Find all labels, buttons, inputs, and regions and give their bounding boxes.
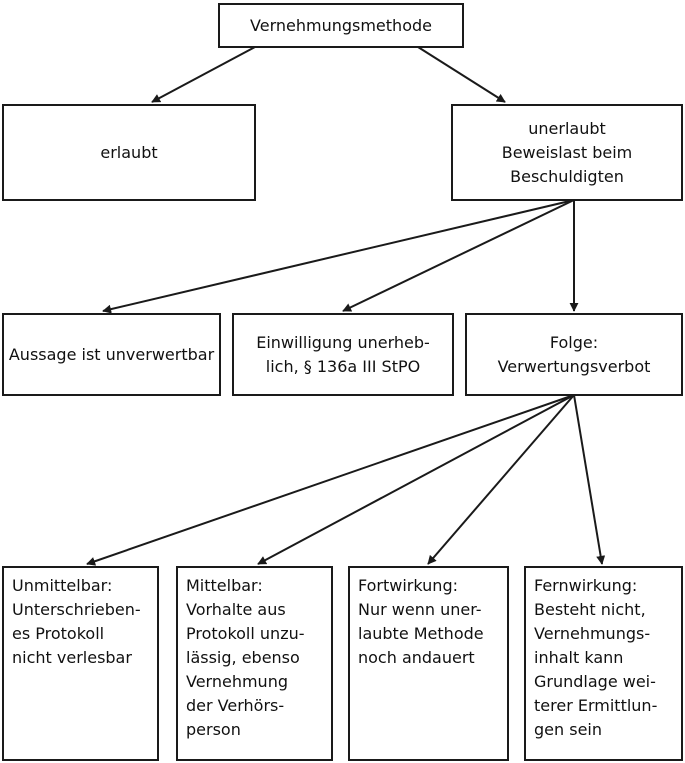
fernwirkung-line-4: inhalt kann	[534, 648, 624, 667]
fernwirkung-line-2: Besteht nicht,	[534, 600, 646, 619]
box-unerlaubt: unerlaubt Beweislast beim Beschuldigten	[451, 104, 683, 201]
fernwirkung-line-3: Vernehmungs-	[534, 624, 651, 643]
unmittelbar-line-2: Unterschrieben-	[12, 600, 141, 619]
arrow-unerlaubt-to-aussage	[102, 199, 575, 314]
fortwirkung-line-1: Fortwirkung:	[358, 576, 458, 595]
box-unmittelbar: Unmittelbar: Unterschrieben- es Protokol…	[2, 566, 159, 761]
erlaubt-label: erlaubt	[100, 142, 158, 162]
fernwirkung-line-6: terer Ermittlun-	[534, 696, 658, 715]
fortwirkung-line-3: laubte Methode	[358, 624, 484, 643]
arrow-folge-to-fernwirkung	[573, 394, 606, 565]
unerlaubt-line-3: Beschuldigten	[510, 166, 624, 186]
box-folge-verwertungsverbot: Folge: Verwertungsverbot	[465, 313, 683, 396]
mittelbar-line-6: der Verhörs-	[186, 696, 285, 715]
arrow-folge-to-unmittelbar	[86, 394, 575, 566]
mittelbar-line-4: lässig, ebenso	[186, 648, 300, 667]
box-einwilligung: Einwilligung unerheb- lich, § 136a III S…	[232, 313, 454, 396]
box-fernwirkung: Fernwirkung: Besteht nicht, Vernehmungs-…	[524, 566, 683, 761]
arrow-folge-to-mittelbar	[257, 394, 575, 565]
arrow-unerlaubt-to-einwilligung	[342, 199, 575, 312]
einwilligung-line-1: Einwilligung unerheb-	[256, 332, 430, 352]
einwilligung-line-2: lich, § 136a III StPO	[265, 356, 421, 376]
root-box-vernehmungsmethode: Vernehmungsmethode	[218, 3, 464, 48]
unmittelbar-line-1: Unmittelbar:	[12, 576, 113, 595]
mittelbar-line-1: Mittelbar:	[186, 576, 263, 595]
fernwirkung-line-1: Fernwirkung:	[534, 576, 638, 595]
box-fortwirkung: Fortwirkung: Nur wenn uner- laubte Metho…	[348, 566, 509, 761]
box-aussage-unverwertbar: Aussage ist unverwertbar	[2, 313, 221, 396]
arrow-root-to-erlaubt	[151, 46, 256, 103]
arrow-folge-to-fortwirkung	[427, 394, 575, 565]
folge-line-1: Folge:	[549, 332, 599, 352]
folge-line-2: Verwertungsverbot	[497, 356, 651, 376]
mittelbar-line-3: Protokoll unzu-	[186, 624, 305, 643]
unerlaubt-line-1: unerlaubt	[528, 118, 606, 138]
unmittelbar-line-4: nicht verlesbar	[12, 648, 132, 667]
fernwirkung-line-7: gen sein	[534, 720, 602, 739]
mittelbar-line-5: Vernehmung	[186, 672, 288, 691]
aussage-label: Aussage ist unverwertbar	[8, 344, 215, 364]
fortwirkung-line-4: noch andauert	[358, 648, 475, 667]
unerlaubt-line-2: Beweislast beim	[501, 142, 633, 162]
box-mittelbar: Mittelbar: Vorhalte aus Protokoll unzu- …	[176, 566, 333, 761]
root-label: Vernehmungsmethode	[250, 15, 432, 35]
box-erlaubt: erlaubt	[2, 104, 256, 201]
mittelbar-line-2: Vorhalte aus	[186, 600, 286, 619]
fernwirkung-line-5: Grundlage wei-	[534, 672, 656, 691]
unmittelbar-line-3: es Protokoll	[12, 624, 105, 643]
arrow-root-to-unerlaubt	[417, 46, 506, 103]
mittelbar-line-7: person	[186, 720, 241, 739]
fortwirkung-line-2: Nur wenn uner-	[358, 600, 482, 619]
